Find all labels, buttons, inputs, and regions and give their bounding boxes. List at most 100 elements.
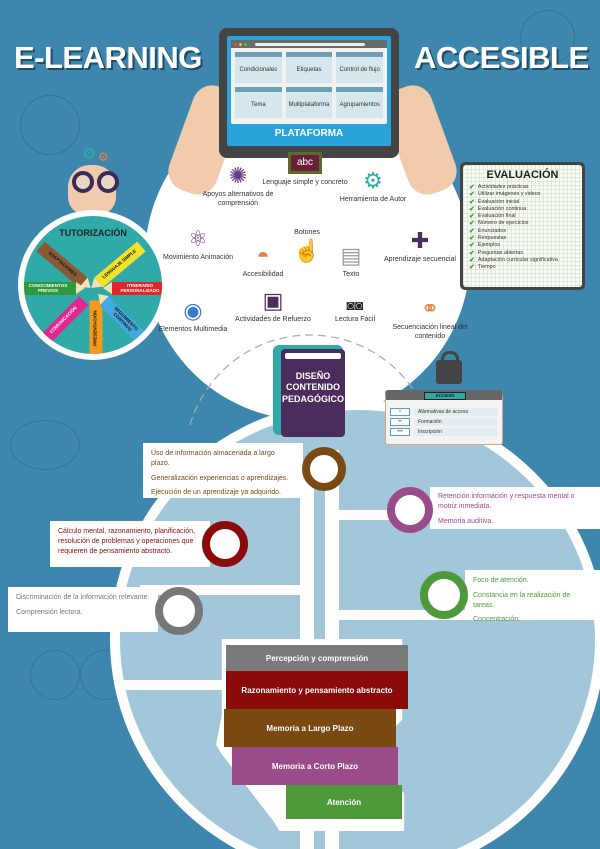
feature-texto: ▤ Texto bbox=[306, 245, 396, 279]
card-line: Discriminación de la información relevan… bbox=[16, 594, 150, 601]
feature-label: Movimiento Animación bbox=[162, 254, 234, 261]
ring-percepcion-icon bbox=[155, 587, 203, 635]
tutorizacion-wheel: TUTORIZACIÓN ADAPTACIONES LENGUAJE SIMPL… bbox=[24, 216, 162, 354]
title-e-learning: E-LEARNING bbox=[14, 40, 202, 75]
feature-label: Accesibilidad bbox=[242, 271, 284, 278]
tree-branch bbox=[140, 585, 300, 595]
item-label: Preguntas abiertas bbox=[477, 249, 524, 256]
acceso-value: Alternativas de acceso bbox=[414, 408, 498, 416]
check-icon: ✔ bbox=[469, 213, 475, 221]
head-profile: Percepción y comprensión Razonamiento y … bbox=[216, 639, 418, 831]
feature-label: Lenguaje simple y concreto bbox=[262, 179, 348, 186]
checklist-item: ✔Ejemplos bbox=[469, 242, 576, 249]
feature-label: Botones bbox=[294, 229, 320, 236]
item-label: Respuestas bbox=[477, 235, 507, 242]
dashed-arc bbox=[189, 334, 431, 426]
pencil-itinerario-personalizado: ITINERARIO PERSONALIZADO bbox=[112, 282, 162, 295]
feature-label: Elementos Multimedia bbox=[158, 326, 228, 333]
check-icon: ✔ bbox=[469, 264, 475, 272]
glasses-right bbox=[97, 171, 119, 193]
acceso-row[interactable]: * Alternativas de acceso bbox=[390, 408, 498, 416]
feature-movimiento-animacion: ⚛ Movimiento Animación bbox=[153, 228, 243, 262]
tablet-screen: Condicionales Etiquetas Control de flujo… bbox=[227, 36, 391, 146]
check-icon: ✔ bbox=[469, 235, 475, 243]
tile-condicionales[interactable]: Condicionales bbox=[235, 52, 282, 83]
url-bar bbox=[255, 42, 365, 46]
feature-label: Lectura Fácil bbox=[334, 316, 376, 323]
item-label: Enunciados bbox=[477, 227, 507, 234]
video-camera-icon: ◉ bbox=[183, 298, 203, 323]
evaluacion-clipboard: EVALUACIÓN ✔Actividades prácticas ✔Utili… bbox=[460, 162, 585, 290]
card-memoria-corto-plazo: Retención información y respuesta mental… bbox=[430, 487, 600, 529]
feature-label: Secuenciación lineal del contenido bbox=[392, 324, 468, 341]
acceso-value: Formación bbox=[414, 418, 498, 426]
acceso-row[interactable]: *** Inscripción bbox=[390, 428, 498, 436]
feature-botones[interactable]: Botones ☝ bbox=[262, 228, 352, 265]
gear-icon: ⚙ bbox=[98, 150, 109, 164]
tile-control-de-flujo[interactable]: Control de flujo bbox=[336, 52, 383, 83]
item-label: Evaluación inicial bbox=[477, 198, 520, 205]
ring-razonamiento-icon bbox=[202, 521, 248, 567]
checklist-item: ✔Utilizar imágenes y videos bbox=[469, 191, 576, 198]
atom-icon: ⚛ bbox=[188, 226, 208, 251]
card-line: Generalización experiencias o aprendizaj… bbox=[151, 474, 289, 482]
platform-tablet: Condicionales Etiquetas Control de flujo… bbox=[219, 28, 399, 158]
document-icon: ▤ bbox=[340, 243, 362, 268]
brain-icon: ✺ bbox=[228, 163, 248, 188]
card-line: Cálculo mental, razonamiento, planificac… bbox=[58, 528, 195, 555]
browser-bar bbox=[231, 40, 387, 48]
card-line: Memoria auditiva. bbox=[438, 517, 494, 525]
card-memoria-largo-plazo: Uso de información almacenada a largo pl… bbox=[143, 443, 303, 498]
check-icon: ✔ bbox=[469, 256, 475, 264]
card-line: Ejecución de un aprendizaje ya adquirido… bbox=[151, 489, 281, 497]
pencil-adaptaciones: ADAPTACIONES bbox=[36, 241, 88, 288]
feature-lectura-facil: ◙◙ Lectura Fácil bbox=[310, 298, 400, 324]
item-label: Utilizar imágenes y videos bbox=[477, 191, 541, 198]
layer-memoria-corto-plazo: Memoria a Corto Plazo bbox=[232, 747, 398, 785]
item-label: Ejemplos bbox=[477, 242, 501, 249]
tile-multiplataforma[interactable]: Multiplataforma bbox=[285, 87, 333, 118]
tile-etiquetas[interactable]: Etiquetas bbox=[285, 52, 333, 83]
acceso-row[interactable]: ** Formación bbox=[390, 418, 498, 426]
ring-largo-plazo-icon bbox=[302, 447, 346, 491]
layer-razonamiento: Razonamiento y pensamiento abstracto bbox=[226, 671, 408, 709]
tile-agrupamientos[interactable]: Agrupamientos bbox=[336, 87, 383, 118]
pencil-seguimiento-continuo: SEGUIMIENTO CONTINUO bbox=[99, 296, 149, 345]
acceso-value: Inscripción bbox=[414, 428, 498, 436]
feature-elementos-multimedia: ◉ Elementos Multimedia bbox=[148, 300, 238, 334]
ring-atencion-icon bbox=[420, 571, 468, 619]
item-label: Actividades prácticas bbox=[477, 184, 529, 190]
item-label: Número de ejercicios bbox=[477, 220, 529, 227]
pencil-presentacion: PRESENTACIÓN bbox=[89, 300, 103, 354]
acceso-key: *** bbox=[390, 428, 410, 436]
layer-memoria-largo-plazo: Memoria a Largo Plazo bbox=[224, 709, 396, 747]
checklist-item: ✔Número de ejercicios bbox=[469, 220, 576, 227]
platform-tiles: Condicionales Etiquetas Control de flujo… bbox=[231, 48, 387, 122]
diseno-contenido-book: DISEÑO CONTENIDO PEDAGÓGICO bbox=[273, 345, 345, 437]
item-label: Evaluación final bbox=[477, 213, 516, 220]
window-maximize-dot bbox=[244, 42, 247, 46]
check-icon: ✔ bbox=[469, 249, 475, 257]
card-razonamiento: Cálculo mental, razonamiento, planificac… bbox=[50, 521, 210, 567]
clock-doodle-icon bbox=[20, 95, 80, 155]
card-atencion: Foco de atención. Constancia en la reali… bbox=[465, 570, 600, 623]
card-line: Retención información y respuesta mental… bbox=[438, 493, 575, 510]
acceso-title: ACCESO bbox=[424, 392, 466, 400]
checklist-item: ✔Tiempo bbox=[469, 264, 576, 271]
title-accesible: ACCESIBLE bbox=[414, 40, 589, 75]
item-label: Tiempo bbox=[477, 264, 496, 271]
tile-tema[interactable]: Tema bbox=[235, 87, 282, 118]
check-icon: ✔ bbox=[469, 220, 475, 228]
card-line: Constancia en la realización de tareas. bbox=[473, 591, 571, 609]
checklist-item: ✔Evaluación inicial bbox=[469, 199, 576, 206]
tutorizacion-title: TUTORIZACIÓN bbox=[59, 228, 127, 238]
feature-accesibilidad: ◓ Accesibilidad bbox=[218, 245, 308, 279]
feature-label: Actividades de Refuerzo bbox=[235, 316, 311, 323]
check-icon: ✔ bbox=[469, 184, 475, 191]
item-label: Evaluación continua bbox=[477, 205, 527, 212]
clock-doodle-icon bbox=[30, 650, 80, 700]
check-icon: ✔ bbox=[469, 227, 475, 235]
pencil-label: ITINERARIO PERSONALIZADO bbox=[120, 282, 160, 293]
card-line: Uso de información almacenada a largo pl… bbox=[151, 450, 275, 467]
